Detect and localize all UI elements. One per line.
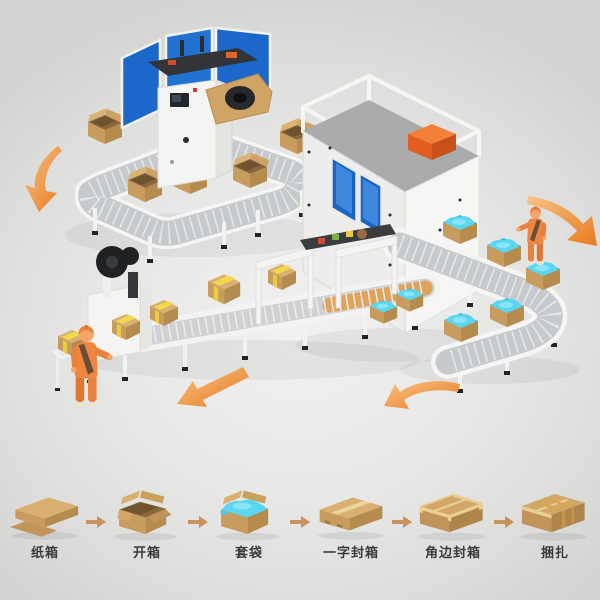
flat-carton-icon <box>10 497 79 540</box>
bag-lined-box-icon <box>215 490 279 541</box>
step-arrow-icon <box>290 516 310 528</box>
flow-arrow-mid-right <box>384 381 460 409</box>
process-flow: 纸箱 开箱 套袋 <box>0 480 600 600</box>
process-step-edge-seal: 角边封箱 <box>413 487 493 561</box>
edge-taped-box-icon <box>418 493 485 541</box>
process-step-open: 开箱 <box>107 487 187 561</box>
tape-roll-icon <box>357 229 367 239</box>
cabin-top-floor <box>303 100 479 192</box>
step-label: 捆扎 <box>540 546 569 561</box>
step-label: 角边封箱 <box>424 546 481 561</box>
flow-arrows <box>25 146 597 409</box>
step-label: 套袋 <box>234 546 263 561</box>
process-step-carton: 纸箱 <box>5 487 85 561</box>
sealing-machine <box>300 224 398 309</box>
flow-arrow-top-right <box>527 196 597 246</box>
process-step-bag: 套袋 <box>209 487 289 561</box>
center-taped-box-icon <box>317 497 385 540</box>
step-label: 纸箱 <box>30 546 59 561</box>
conveyor-legs <box>92 190 305 263</box>
cabin-windows <box>331 156 382 236</box>
strapping-machine <box>87 246 152 363</box>
line-legs <box>122 301 418 381</box>
strapped-box-icon <box>520 493 587 541</box>
step-arrow-icon <box>188 516 208 528</box>
step-arrow-icon <box>392 516 412 528</box>
step-arrow-icon <box>86 516 106 528</box>
flow-arrow-top-left <box>25 146 62 212</box>
flow-arrow-mid-left <box>177 367 249 407</box>
step-arrow-icon <box>494 516 514 528</box>
case-erector-station <box>74 26 316 263</box>
orange-product-box <box>408 124 456 160</box>
step-label: 开箱 <box>132 546 161 561</box>
carton-blank-feeder <box>205 73 273 125</box>
opened-box-icon <box>113 490 177 541</box>
packaging-line-illustration <box>25 26 597 409</box>
step-label: 一字封箱 <box>322 546 379 561</box>
process-step-center-seal: 一字封箱 <box>311 487 391 561</box>
sealing-strapping-line <box>52 224 440 408</box>
output-conveyor-u <box>383 206 568 393</box>
erector-top-mechanism <box>148 36 258 76</box>
process-step-strap: 捆扎 <box>515 487 595 561</box>
taping-machine <box>255 246 314 325</box>
